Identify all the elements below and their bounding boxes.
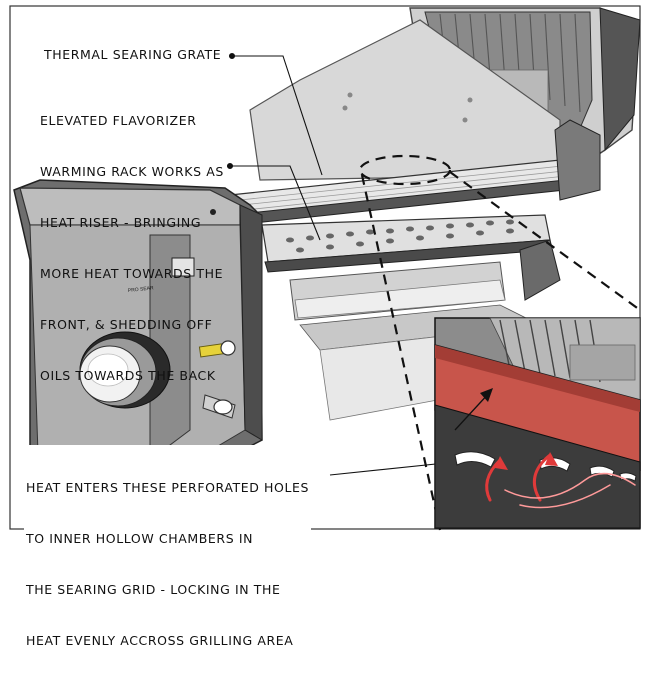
gas-valve [198, 340, 236, 419]
callout-line: MORE HEAT TOWARDS THE [40, 266, 224, 281]
diagram-canvas: THERMAL SEARING GRATE ELEVATED FLAVORIZE… [9, 5, 641, 648]
callout-flavorizer-rack: ELEVATED FLAVORIZER WARMING RACK WORKS A… [40, 78, 224, 418]
callout-line: HEAT ENTERS THESE PERFORATED HOLES [26, 480, 310, 495]
leader-lines [226, 52, 456, 476]
callout-line: ELEVATED FLAVORIZER [40, 113, 197, 128]
callout-line: HEAT RISER - BRINGING [40, 215, 202, 230]
control-knob [79, 331, 171, 409]
callout-line: THE SEARING GRID - LOCKING IN THE [26, 582, 281, 597]
detail-inset [434, 317, 641, 529]
callout-thermal-searing-grate: THERMAL SEARING GRATE [44, 47, 222, 62]
wall-bolts [342, 92, 473, 123]
callout-line: OILS TOWARDS THE BACK [40, 368, 216, 383]
magnify-guides [358, 154, 641, 531]
rack-perforations [286, 219, 514, 253]
callout-line: TO INNER HOLLOW CHAMBERS IN [26, 531, 254, 546]
side-latch [171, 257, 195, 277]
callout-line: HEAT EVENLY ACCROSS GRILLING AREA [26, 633, 294, 648]
callout-line: WARMING RACK WORKS AS [40, 164, 224, 179]
callout-line: FRONT, & SHEDDING OFF [40, 317, 213, 332]
back-wall [249, 19, 561, 181]
grill-illustration [9, 5, 641, 531]
callout-perforated-holes: HEAT ENTERS THESE PERFORATED HOLES TO IN… [24, 445, 312, 683]
